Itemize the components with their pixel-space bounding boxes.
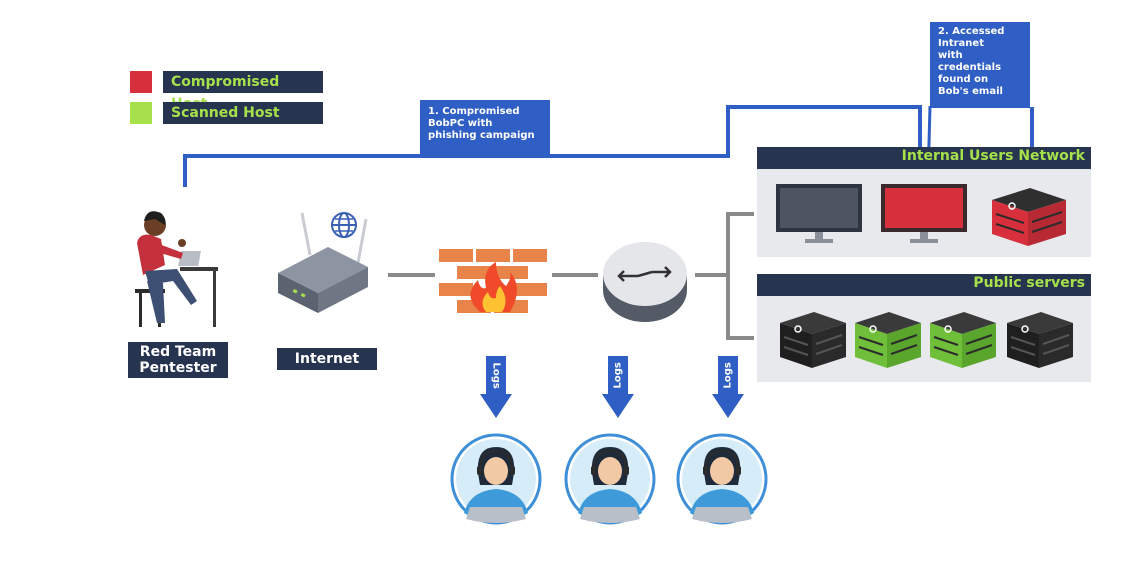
- pentester-label-line-1: Red Team: [139, 344, 217, 360]
- analyst-icon: [450, 433, 542, 525]
- logs-arrow-servers: Logs: [712, 356, 744, 418]
- attack-path: [183, 105, 922, 187]
- scanned-server-icon: [930, 312, 996, 368]
- firewall-icon: [437, 247, 549, 315]
- callout-1-line-3: phishing campaign: [428, 130, 535, 141]
- callout-2-line-5: found on: [938, 74, 989, 85]
- core-router-icon: [603, 242, 687, 322]
- globe-icon: [331, 212, 357, 238]
- callout-2-line-2: Intranet: [938, 38, 984, 49]
- server-icon: [1007, 312, 1073, 368]
- logs-label: Logs: [722, 362, 734, 389]
- internet-label: Internet: [277, 348, 377, 370]
- pentester-label: Red Team Pentester: [128, 342, 228, 378]
- callout-step-1: 1. Compromised BobPC with phishing campa…: [420, 100, 550, 156]
- legend-swatch-scanned: [130, 102, 152, 124]
- callout-2-line-4: credentials: [938, 62, 1002, 73]
- monitor-icon: [776, 184, 862, 243]
- callout-step-2: 2. Accessed Intranet with credentials fo…: [930, 22, 1030, 108]
- logs-label: Logs: [612, 362, 624, 389]
- compromised-server-icon: [992, 188, 1066, 246]
- compromised-monitor-icon: [881, 184, 967, 243]
- internal-network-header: Internal Users Network: [757, 147, 1091, 169]
- pentester-label-line-2: Pentester: [139, 360, 217, 376]
- link-branch: [726, 212, 754, 340]
- logs-arrow-shape: [480, 356, 512, 418]
- logs-arrow-core-router: Logs: [602, 356, 634, 418]
- legend-label-scanned: Scanned Host: [163, 102, 323, 124]
- legend-swatch-compromised: [130, 71, 152, 93]
- callout-2-line-6: Bob's email: [938, 86, 1003, 97]
- callout-1-line-1: 1. Compromised: [428, 106, 520, 117]
- logs-arrow-shape: [712, 356, 744, 418]
- internal-network-title: Internal Users Network: [901, 148, 1085, 164]
- public-servers-title: Public servers: [973, 275, 1085, 291]
- logs-arrow-shape: [602, 356, 634, 418]
- callout-1-line-2: BobPC with: [428, 118, 493, 129]
- callout-2-line-1: 2. Accessed: [938, 26, 1005, 37]
- analyst-icon: [564, 433, 656, 525]
- pentester-icon: [135, 211, 218, 327]
- server-icon: [780, 312, 846, 368]
- public-servers-header: Public servers: [757, 274, 1091, 296]
- logs-label: Logs: [490, 362, 502, 389]
- router-icon: [278, 212, 368, 313]
- scanned-server-icon: [855, 312, 921, 368]
- logs-arrow-firewall: Logs: [480, 356, 512, 418]
- analyst-icon: [676, 433, 768, 525]
- callout-2-line-3: with: [938, 50, 963, 61]
